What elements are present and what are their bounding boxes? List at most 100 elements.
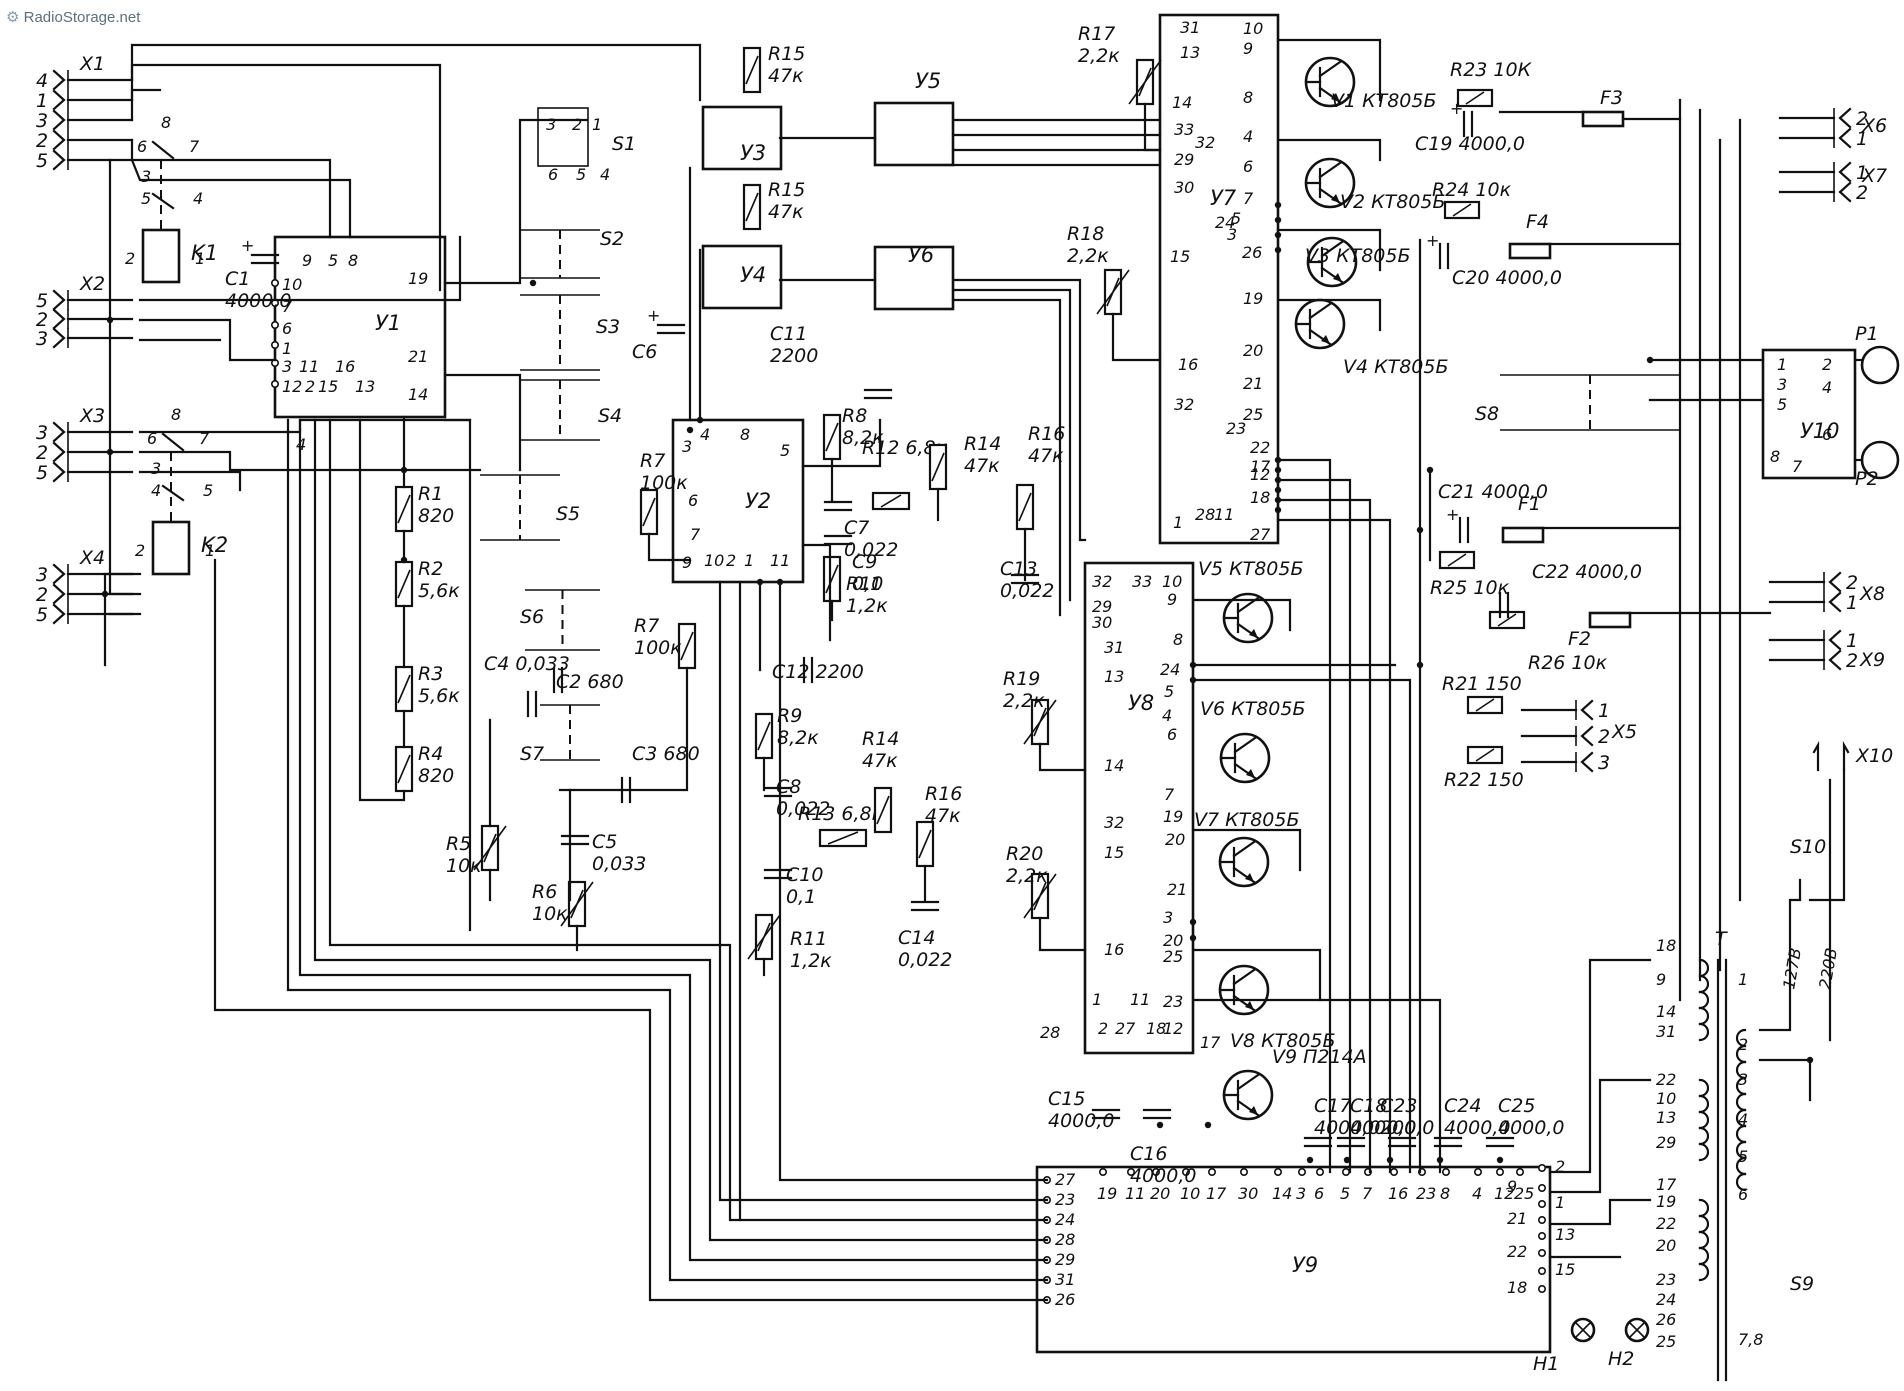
- capacitor-value: 4000,0: [1350, 1117, 1416, 1139]
- lamp: H1: [1533, 1317, 1596, 1375]
- capacitor-ref: C5: [592, 831, 617, 853]
- connector-pin: 3: [36, 422, 48, 444]
- pin-label: 4: [1472, 1184, 1482, 1203]
- transformer: T18914312210132917192220232426251234567,…: [1656, 928, 1841, 1382]
- connector-ref: X1: [79, 53, 105, 75]
- winding-secondary: [1698, 1006, 1710, 1026]
- resistor-label: R13 6,8к: [798, 803, 884, 825]
- capacitor-value: 4000,0: [1130, 1165, 1196, 1187]
- pin-label: 5: [780, 441, 790, 460]
- module-ref: У10: [1800, 419, 1840, 443]
- wire: [1475, 698, 1495, 712]
- pin-label: 27: [1055, 1170, 1076, 1189]
- meter-ref: P1: [1855, 323, 1879, 345]
- capacitor-value: 200,0: [1380, 1117, 1434, 1139]
- capacitor-ref: C18: [1350, 1095, 1387, 1117]
- emitter-arrow: [1245, 1001, 1254, 1010]
- wire: [138, 470, 242, 492]
- pin-label: 10: [1180, 1184, 1200, 1203]
- wire: [747, 914, 781, 960]
- module-ref: У5: [915, 69, 941, 93]
- transistor-label: V6 КТ805Б: [1200, 698, 1306, 720]
- relay-pin: 7: [199, 429, 210, 448]
- module-body: [273, 235, 447, 419]
- pin-label: 10: [1162, 572, 1182, 591]
- pin-label: 18: [1146, 1019, 1166, 1038]
- wire: [328, 418, 1049, 1222]
- winding-primary: [1735, 1172, 1747, 1192]
- meter: P2: [1855, 440, 1900, 490]
- wire: [138, 318, 277, 362]
- switch-s8: S8: [1475, 403, 1499, 425]
- transistor: V5 КТ805Б: [1198, 558, 1304, 644]
- pin-label: 9: [1243, 39, 1253, 58]
- transistor: V3 КТ805Б: [1305, 236, 1411, 288]
- wire: [1580, 725, 1594, 747]
- module-У4: У4: [701, 244, 783, 310]
- capacitor: C22 4000,0: [1498, 561, 1642, 619]
- pin-label: 7,8: [1738, 1330, 1763, 1349]
- pin-label: 2: [726, 551, 736, 570]
- wire: [213, 558, 1049, 1302]
- pin-label: 13: [1104, 667, 1124, 686]
- wire: [718, 580, 1049, 1202]
- resistor-value: 10к: [532, 903, 568, 925]
- module-У5: У5: [873, 69, 955, 167]
- module-body: [671, 418, 805, 584]
- module-ref: У7: [1210, 186, 1237, 210]
- switch-contacts: [520, 294, 600, 371]
- pin-label: 6: [1314, 1184, 1324, 1203]
- pin-label: 7: [1164, 785, 1175, 804]
- connector-ref: X8: [1859, 583, 1885, 605]
- pin-terminal: [1538, 1232, 1547, 1241]
- wire: [1320, 240, 1344, 258]
- transistor-label: V4 КТ805Б: [1343, 356, 1449, 378]
- wire: [558, 666, 689, 792]
- module-У3: У3: [701, 105, 783, 171]
- winding-secondary: [1698, 1110, 1710, 1130]
- pin-label: 12: [282, 377, 302, 396]
- resistor-ref: R20: [1006, 843, 1043, 865]
- junction-dot: [1343, 1156, 1351, 1164]
- pin-label: 32: [1104, 813, 1124, 832]
- wire: [1318, 161, 1342, 179]
- wire: [151, 140, 175, 160]
- junction-dot: [400, 556, 408, 564]
- pin-terminal: [1538, 1200, 1547, 1209]
- pin-label: 20: [1243, 341, 1263, 360]
- pin-label: 13: [1656, 1108, 1676, 1127]
- switch-ref: S8: [1475, 403, 1499, 425]
- switch-contacts: [1500, 374, 1680, 431]
- wire: [647, 532, 692, 562]
- capacitor-ref: C13: [1000, 558, 1037, 580]
- pin-label: 31: [1180, 18, 1200, 37]
- wire: [1629, 1322, 1645, 1338]
- wire: [52, 327, 66, 349]
- wire: [1447, 553, 1467, 567]
- capacitor-label: C3 680: [632, 743, 700, 765]
- wire: [1808, 768, 1846, 902]
- wire: [138, 450, 482, 472]
- capacitor-ref: C23: [1380, 1095, 1417, 1117]
- wire: [880, 494, 902, 508]
- connector-pin: 2: [36, 130, 48, 152]
- emitter-arrow: [1331, 194, 1340, 203]
- wire: [1828, 591, 1842, 613]
- pin-label: 14: [1656, 1002, 1676, 1021]
- wire: [1096, 269, 1130, 315]
- capacitor-label: C22 4000,0: [1532, 561, 1642, 583]
- pin-label: 21: [408, 347, 428, 366]
- connector-pin: 1: [1856, 162, 1868, 184]
- wire: [825, 564, 839, 594]
- pin-label: 13: [355, 377, 375, 396]
- pin-terminal: [1538, 1216, 1547, 1225]
- winding-secondary: [1698, 1214, 1710, 1234]
- resistor-ref: R7: [634, 615, 659, 637]
